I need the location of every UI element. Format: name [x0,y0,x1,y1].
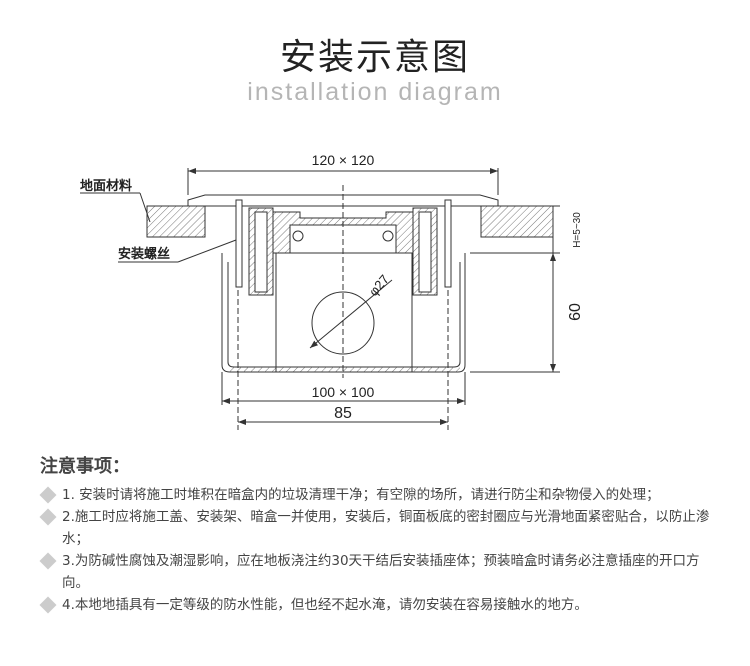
screw-spacing-label: 85 [334,405,352,422]
note-item: 3.为防碱性腐蚀及潮湿影响，应在地板浇注约30天干结后安装插座体；预装暗盒时请务… [39,550,720,594]
cable-hole [311,291,375,355]
note-text: 4.本地地插具有一定等级的防水性能，但也经不起水淹，请勿安装在容易接触水的地方。 [62,597,588,613]
box-size-label: 100 × 100 [312,384,375,400]
floor-block-left [146,205,206,238]
note-item: 4.本地地插具有一定等级的防水性能，但也经不起水淹，请勿安装在容易接触水的地方。 [39,594,720,616]
screw-left [235,199,243,288]
install-screw-label: 安装螺丝 [118,246,170,261]
hole-diameter-label: φ27 [366,272,392,299]
note-text: 3.为防碱性腐蚀及潮湿影响，应在地板浇注约30天干结后安装插座体；预装暗盒时请务… [62,553,700,591]
note-text: 1. 安装时请将施工时堆积在暗盒内的垃圾清理干净；有空隙的场所，请进行防尘和杂物… [62,487,660,503]
floor-block-right [480,205,554,238]
diamond-bullet-icon [39,508,57,526]
cover-plate [187,194,499,207]
diamond-bullet-icon [39,552,57,570]
note-item: 1. 安装时请将施工时堆积在暗盒内的垃圾清理干净；有空隙的场所，请进行防尘和杂物… [39,484,720,506]
floor-material-label: 地面材料 [80,178,132,193]
notes-list: 1. 安装时请将施工时堆积在暗盒内的垃圾清理干净；有空隙的场所，请进行防尘和杂物… [39,484,720,616]
note-item: 2.施工时应将施工盖、安装架、暗盒一并使用，安装后，铜面板底的密封圈应与光滑地面… [39,506,720,550]
page-subtitle: installation diagram [247,78,503,106]
installation-diagram: 120 × 120 100 × 100 85 φ27 60 H=5~30 地面材… [80,152,584,430]
diamond-bullet-icon [39,486,57,504]
note-text: 2.施工时应将施工盖、安装架、暗盒一并使用，安装后，铜面板底的密封圈应与光滑地面… [62,509,710,547]
height-range-label: H=5~30 [572,212,583,248]
cover-size-label: 120 × 120 [312,152,375,168]
page-title: 安装示意图 [279,37,470,78]
notes-title: 注意事项： [40,456,130,477]
screw-right [444,199,452,288]
depth-label: 60 [567,303,584,321]
diamond-bullet-icon [39,596,57,614]
